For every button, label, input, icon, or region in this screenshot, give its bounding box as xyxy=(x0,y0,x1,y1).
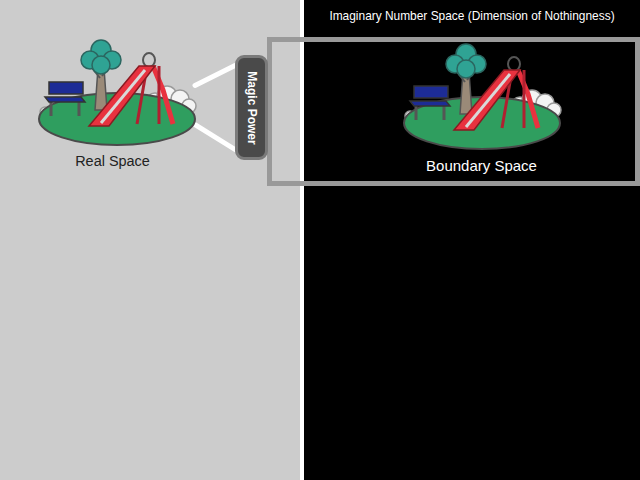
magic-power-gate: Magic Power xyxy=(235,55,268,160)
beam-line xyxy=(195,125,235,150)
node-label: Magic Power xyxy=(245,71,259,144)
node-label: Real Space xyxy=(30,153,195,169)
boundary-space-box: Boundary Space xyxy=(267,37,640,186)
park-island-node: Real Space xyxy=(30,35,195,175)
node-label: Boundary Space xyxy=(328,157,635,174)
node-label: Imaginary Number Space (Dimension of Not… xyxy=(304,0,640,23)
park-illustration xyxy=(404,44,561,149)
beam-line xyxy=(195,66,235,86)
park-illustration xyxy=(39,40,196,145)
imaginary-space-region: Imaginary Number Space (Dimension of Not… xyxy=(300,0,640,480)
